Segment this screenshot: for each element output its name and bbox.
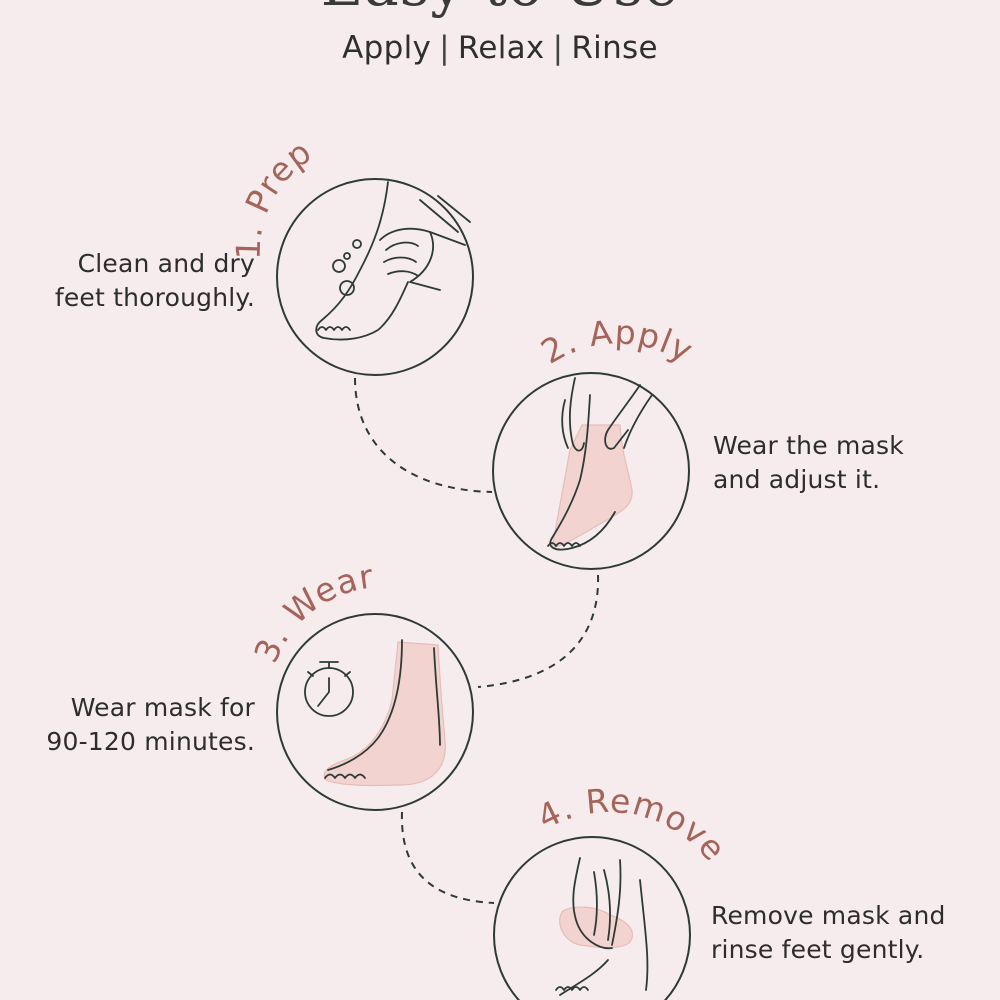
step-1-desc-line2: feet thoroughly. bbox=[54, 283, 255, 312]
step-3-desc-line1: Wear mask for bbox=[70, 693, 255, 722]
connector-1-2 bbox=[354, 377, 493, 493]
subtitle-rinse: Rinse bbox=[571, 30, 658, 66]
step-3-description: Wear mask for 90-120 minutes. bbox=[20, 691, 255, 759]
step-1-label: 1. Prep bbox=[228, 132, 318, 261]
hands-applying-mask-icon bbox=[547, 377, 653, 551]
step-1-desc-line1: Clean and dry bbox=[77, 249, 255, 278]
step-2-description: Wear the mask and adjust it. bbox=[713, 429, 963, 497]
step-4-label: 4. Remove bbox=[531, 781, 734, 869]
step-2-label: 2. Apply bbox=[534, 312, 700, 371]
page-subtitle: Apply|Relax|Rinse bbox=[0, 30, 1000, 66]
step-4-desc-line2: rinse feet gently. bbox=[711, 935, 925, 964]
step-3-desc-line2: 90-120 minutes. bbox=[46, 727, 255, 756]
step-2-desc-line1: Wear the mask bbox=[713, 431, 904, 460]
hand-peeling-mask-icon bbox=[555, 857, 649, 996]
step-4-description: Remove mask and rinse feet gently. bbox=[711, 899, 981, 967]
subtitle-apply: Apply bbox=[342, 30, 432, 66]
step-2-desc-line2: and adjust it. bbox=[713, 465, 881, 494]
step-4-circle bbox=[493, 836, 691, 1000]
stopwatch-icon bbox=[304, 661, 354, 717]
subtitle-separator: | bbox=[439, 30, 450, 66]
connector-3-4 bbox=[400, 811, 495, 904]
hands-washing-foot-icon bbox=[315, 181, 471, 341]
step-1-circle bbox=[276, 178, 474, 376]
step-3-circle bbox=[276, 613, 474, 811]
step-2-circle bbox=[492, 372, 690, 570]
subtitle-relax: Relax bbox=[457, 30, 545, 66]
step-4-desc-line1: Remove mask and bbox=[711, 901, 946, 930]
subtitle-separator: | bbox=[552, 30, 564, 66]
step-3-label: 3. Wear bbox=[246, 556, 376, 668]
step-1-description: Clean and dry feet thoroughly. bbox=[40, 247, 255, 315]
connector-2-3 bbox=[477, 574, 600, 688]
foot-in-mask-icon bbox=[323, 639, 446, 787]
page-title: Easy to Use bbox=[0, 0, 1000, 14]
